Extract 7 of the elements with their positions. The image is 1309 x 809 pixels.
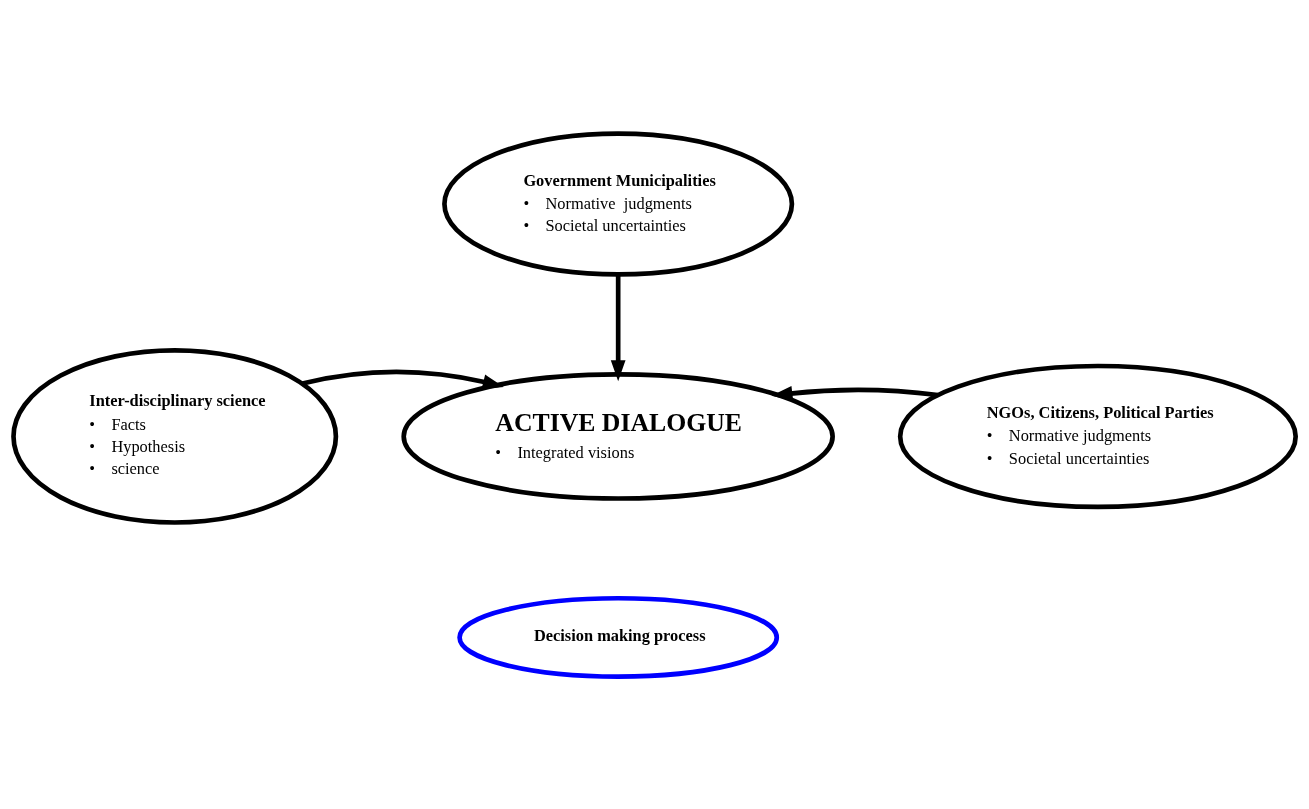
arrow [771, 385, 939, 401]
node-ellipse: Decision making process [457, 595, 780, 679]
node-ellipse: Inter-disciplinary science • Facts • Hypothesis • science [11, 347, 339, 525]
arrow [610, 274, 626, 381]
node-ellipse: NGOs, Citizens, Political Parties • Normative judgments • Societal uncertainties [897, 363, 1298, 509]
arrow [301, 369, 504, 389]
node-ellipse: Government Municipalities • Normative judgments • Societal uncertainties [442, 130, 795, 277]
